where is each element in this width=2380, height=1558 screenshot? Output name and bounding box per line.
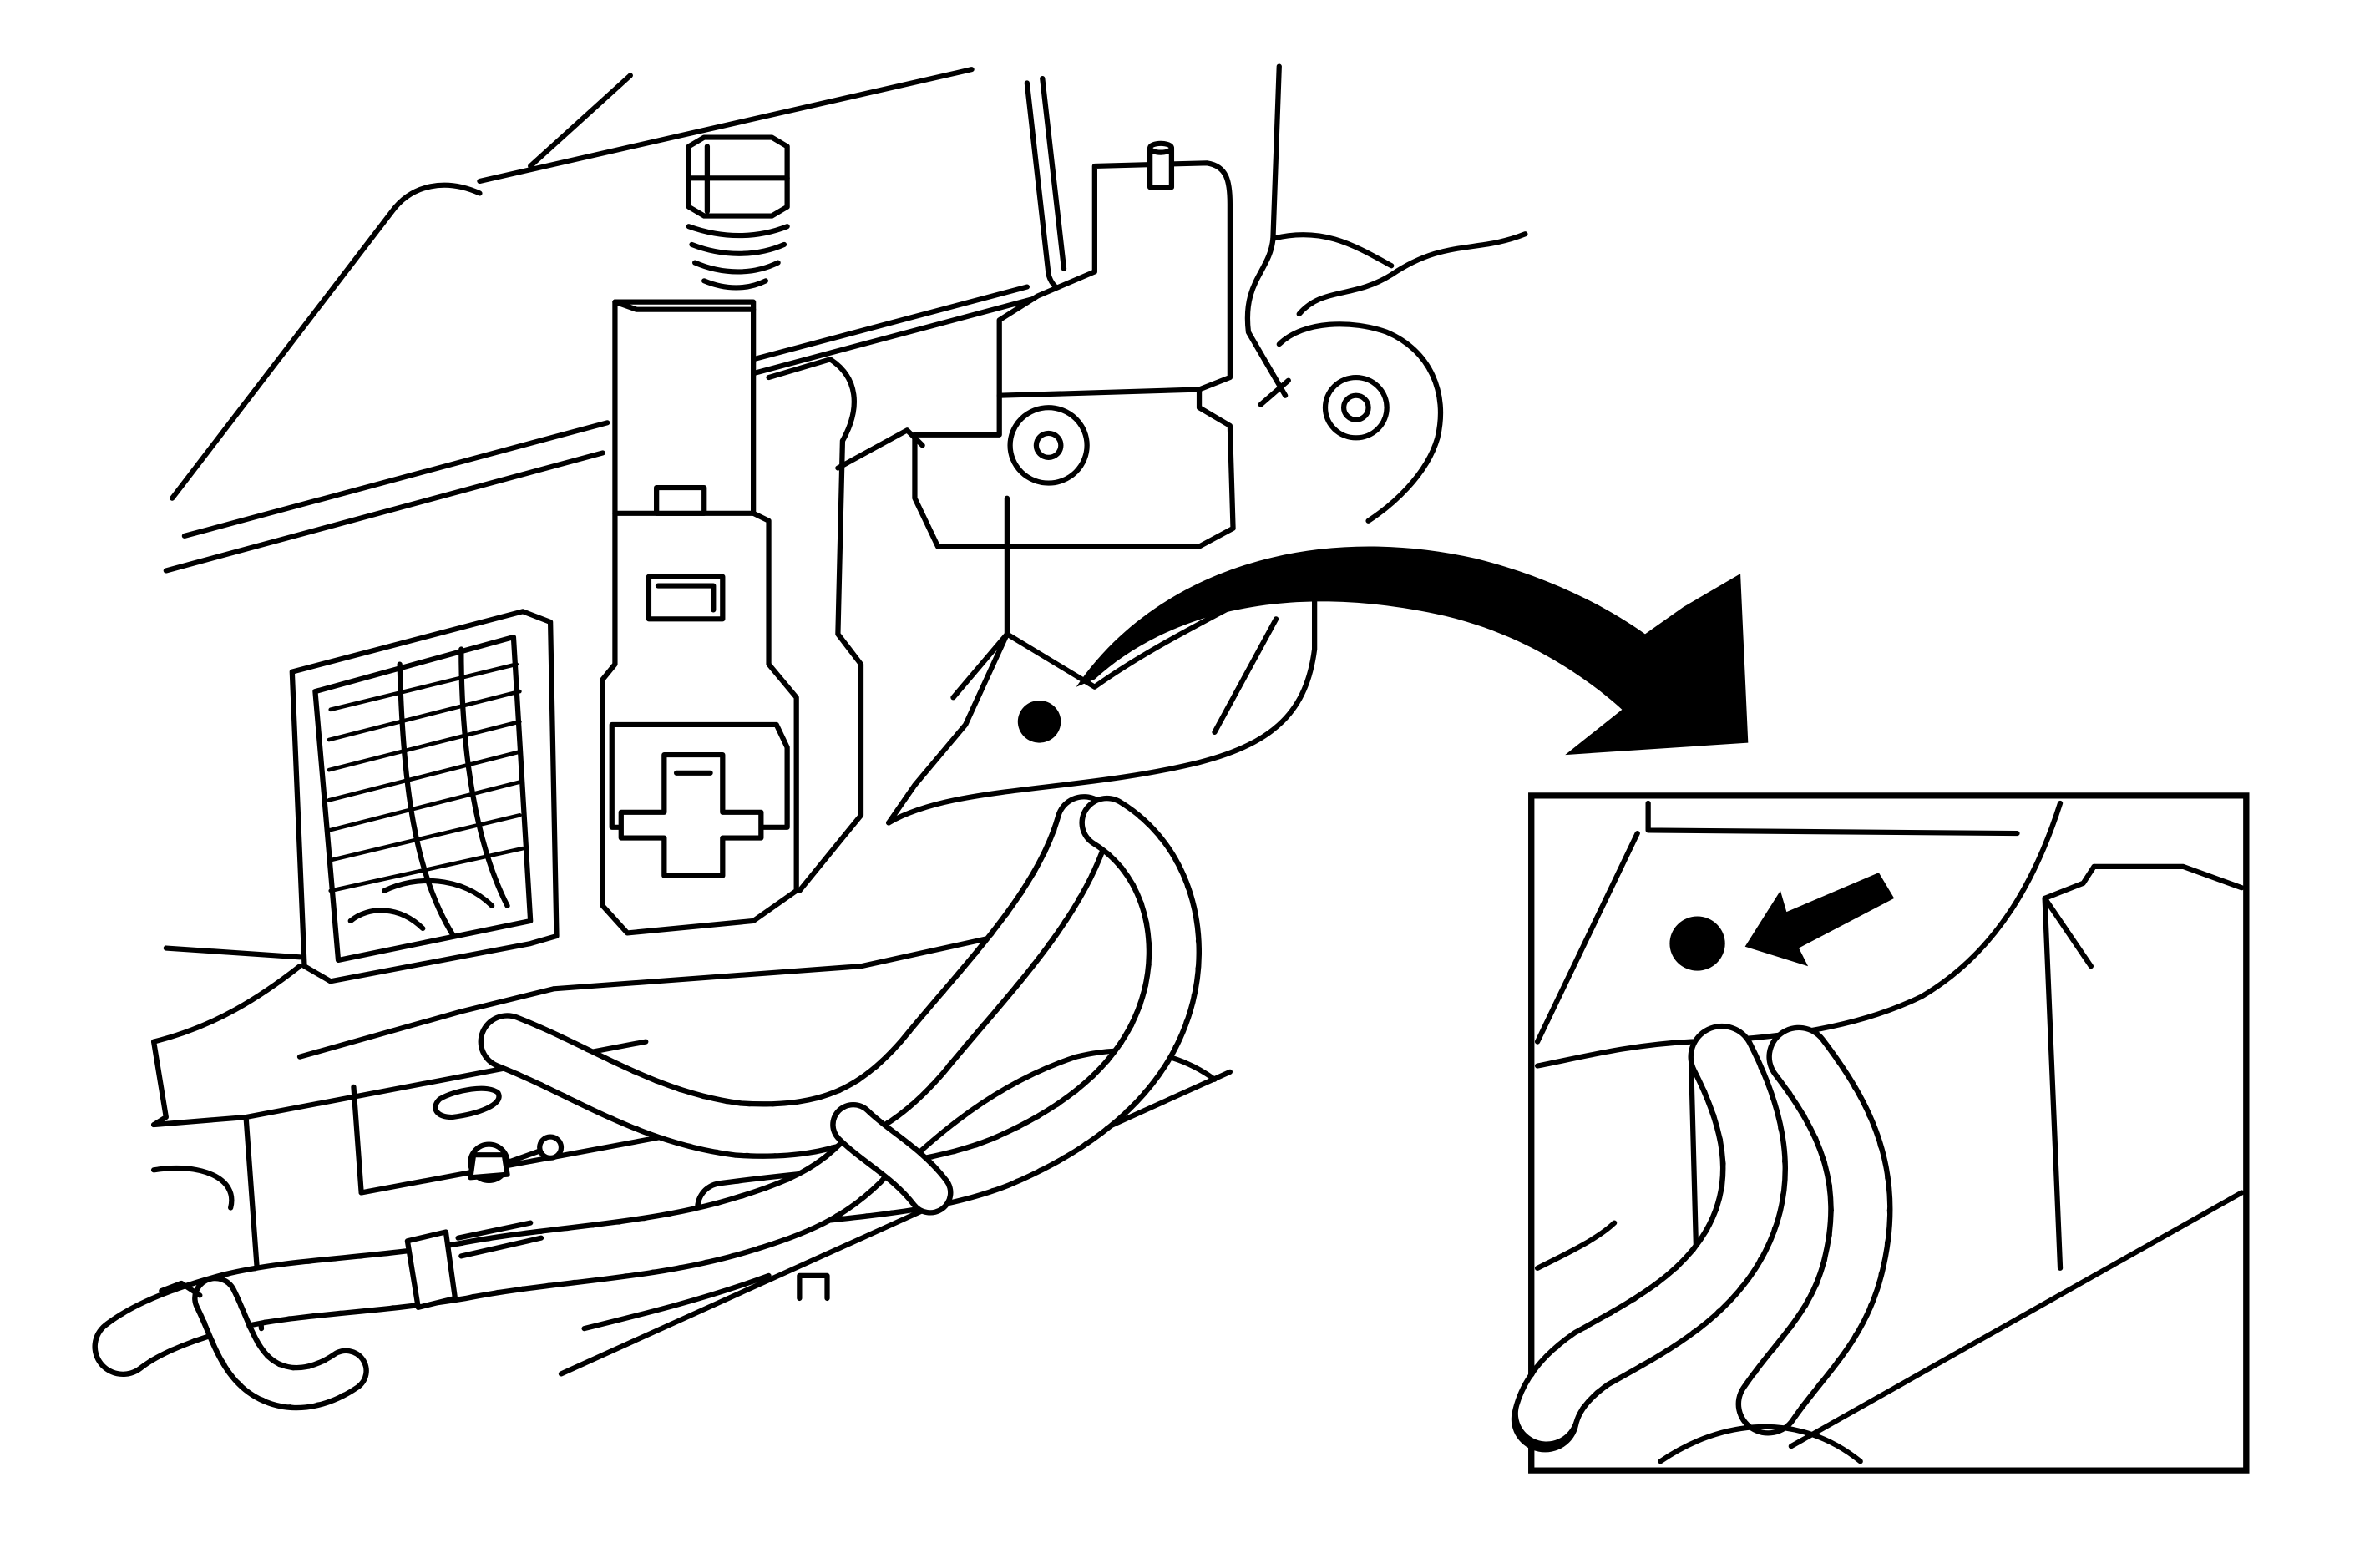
vent-grille: [289, 609, 560, 984]
wiring-harness: [92, 794, 1202, 1411]
black-dot: [1017, 700, 1061, 743]
inset-detail-view: [1511, 792, 2250, 1474]
straight-arrow-icon: [1744, 873, 1895, 967]
bolt: [686, 134, 790, 291]
connector-body: [600, 299, 925, 936]
black-dot: [1669, 916, 1725, 971]
upper-body-panel: [163, 67, 1036, 574]
curved-arrow: [1076, 546, 1749, 756]
mounting-bracket: [912, 140, 1444, 549]
